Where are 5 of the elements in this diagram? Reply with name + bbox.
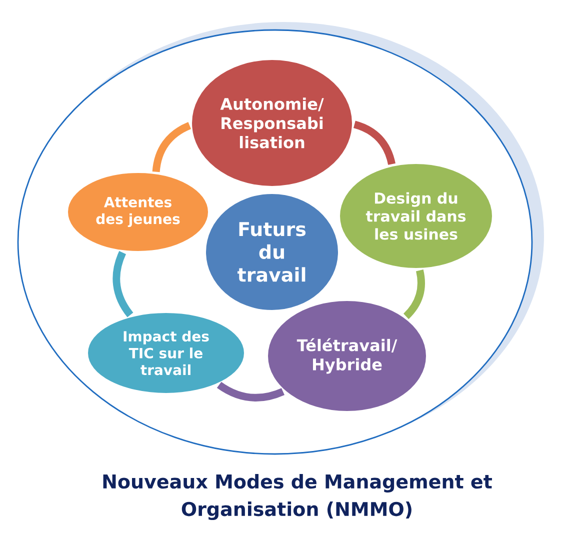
- connector-arc: [152, 122, 192, 172]
- connector-arc: [112, 251, 134, 318]
- connector-arc: [353, 120, 396, 166]
- connector-arc: [217, 382, 284, 402]
- heading: Nouveaux Modes de Management et Organisation (NMMO): [103, 474, 492, 520]
